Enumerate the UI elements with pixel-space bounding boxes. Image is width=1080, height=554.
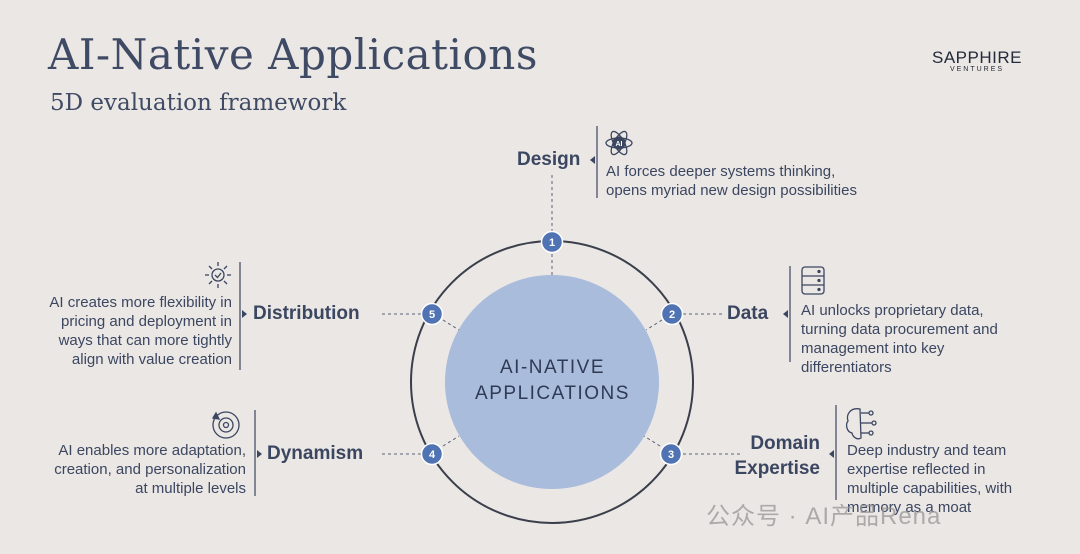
center-line-1: AI-NATIVE <box>500 357 605 378</box>
spoke-5 <box>442 319 460 331</box>
domain-desc-line: memory as a moat <box>847 499 972 516</box>
atom-ai-icon: AI <box>605 130 633 156</box>
domain-desc-line: Deep industry and team <box>847 442 1007 459</box>
distribution-description: AI creates more flexibility in pricing a… <box>10 293 232 369</box>
node-1-number: 1 <box>549 237 555 249</box>
distribution-desc-line: ways that can more tightly <box>58 332 232 349</box>
dynamism-desc-line: AI enables more adaptation, <box>58 442 246 459</box>
center-label: AI-NATIVE APPLICATIONS <box>445 355 660 407</box>
dynamism-label: Dynamism <box>267 443 364 464</box>
center-circle <box>445 275 659 489</box>
design-desc-line: opens myriad new design possibilities <box>606 182 857 199</box>
data-desc-line: management into key <box>801 340 945 357</box>
domain-expertise-label: Domain Expertise <box>720 431 820 481</box>
distribution-desc-line: align with value creation <box>71 351 232 368</box>
distribution-desc-line: AI creates more flexibility in <box>49 294 232 311</box>
svg-text:AI: AI <box>616 141 623 148</box>
design-description: AI forces deeper systems thinking, opens… <box>606 162 857 200</box>
pointer-design <box>590 156 595 164</box>
pointer-data <box>783 310 788 318</box>
spoke-3 <box>643 435 661 447</box>
spoke-2 <box>645 319 663 331</box>
spoke-lines <box>442 254 663 447</box>
node-4: 4 <box>420 442 444 466</box>
page-title: AI-Native Applications <box>48 30 538 79</box>
pointer-dynamism <box>257 450 262 458</box>
dynamism-desc-line: creation, and personalization <box>54 461 246 478</box>
node-3: 3 <box>659 442 683 466</box>
data-desc-line: differentiators <box>801 359 892 376</box>
distribution-desc-line: pricing and deployment in <box>61 313 232 330</box>
design-label: Design <box>517 149 581 170</box>
domain-expertise-description: Deep industry and team expertise reflect… <box>847 441 1012 517</box>
node-1: 1 <box>540 230 564 254</box>
separators <box>239 126 837 500</box>
node-4-number: 4 <box>429 449 436 461</box>
logo-sub: VENTURES <box>949 66 1005 73</box>
node-2-number: 2 <box>669 309 675 321</box>
logo-name: SAPPHIRE <box>932 48 1022 67</box>
brain-circuit-icon <box>845 408 877 440</box>
gear-cycle-icon <box>211 411 240 439</box>
domain-label-line-2: Expertise <box>734 458 820 479</box>
pointer-domain <box>829 450 834 458</box>
center-line-2: APPLICATIONS <box>475 383 630 404</box>
sparkle-check-icon <box>205 262 231 288</box>
page-subtitle: 5D evaluation framework <box>50 90 347 116</box>
data-description: AI unlocks proprietary data, turning dat… <box>801 301 998 377</box>
label-lines <box>380 172 740 455</box>
dynamism-description: AI enables more adaptation, creation, an… <box>20 441 246 498</box>
node-3-number: 3 <box>668 449 674 461</box>
data-label: Data <box>727 303 769 324</box>
watermark-text: 公众号 · AI产品Rena <box>706 503 942 530</box>
data-desc-line: turning data procurement and <box>801 321 998 338</box>
node-5-number: 5 <box>429 309 435 321</box>
design-desc-line: AI forces deeper systems thinking, <box>606 163 836 180</box>
domain-desc-line: multiple capabilities, with <box>847 480 1013 497</box>
domain-desc-line: expertise reflected in <box>847 461 986 478</box>
node-2: 2 <box>660 302 684 326</box>
dynamism-desc-line: at multiple levels <box>135 480 246 497</box>
pointer-distribution <box>242 310 247 318</box>
spoke-4 <box>442 435 460 447</box>
node-5: 5 <box>420 302 444 326</box>
domain-label-line-1: Domain <box>750 433 820 454</box>
sapphire-logo: SAPPHIRE VENTURES <box>922 48 1032 73</box>
distribution-label: Distribution <box>253 303 360 324</box>
pointer-triangles <box>242 156 834 458</box>
database-icon <box>801 266 825 295</box>
data-desc-line: AI unlocks proprietary data, <box>801 302 984 319</box>
